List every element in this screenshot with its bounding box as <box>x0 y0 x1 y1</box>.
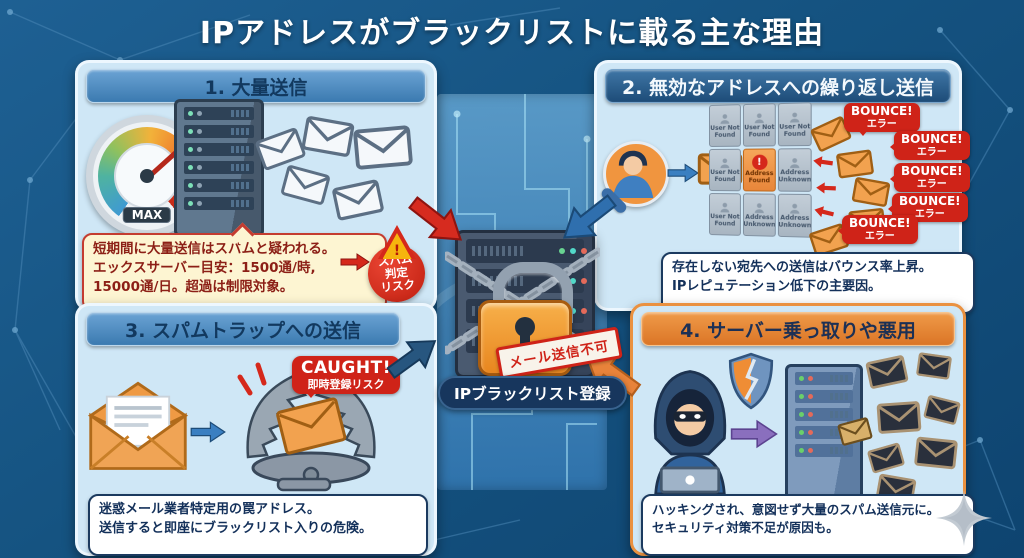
caught-sublabel: 即時登録リスク <box>307 377 385 391</box>
server-slot <box>184 107 254 120</box>
speedometer-hub <box>140 169 154 183</box>
keyhole-icon <box>515 317 535 349</box>
bounce-label: BOUNCE! <box>849 216 911 230</box>
envelope-icon <box>331 178 385 221</box>
spam-envelope-icon <box>865 354 910 390</box>
note-line: 迷惑メール業者特定用の罠アドレス。 <box>99 502 321 517</box>
alert-icon: ! <box>751 155 768 171</box>
panel-mass-sending: 1. 大量送信 MAX 短期間に大量送信はスパムと疑われる。 <box>75 60 437 311</box>
recipient-grid: User Not Found User Not Found User Not F… <box>709 102 812 238</box>
error-label: エラー <box>866 118 897 130</box>
server-slot <box>466 239 584 263</box>
bounce-error-bubble: BOUNCE!エラー <box>844 103 920 137</box>
server-slot <box>184 143 254 156</box>
caught-label: CAUGHT! <box>301 358 391 378</box>
bounce-label: BOUNCE! <box>899 194 961 208</box>
bounce-error-bubble: BOUNCE!エラー <box>838 215 918 245</box>
server-slot <box>184 197 254 210</box>
hacker-icon <box>653 370 727 496</box>
padlock-shackle-icon <box>493 262 573 323</box>
recipient-cell: User Not Found <box>709 193 741 236</box>
panel3-header: 3. スパムトラップへの送信 <box>86 312 400 346</box>
note-line: エックスサーバー目安：1500通/時, <box>93 259 316 276</box>
recipient-cell: User Not Found <box>709 148 741 192</box>
spam-envelope-icon <box>923 394 962 426</box>
user-avatar-icon <box>603 141 669 207</box>
bounce-arrow-icon <box>805 180 847 195</box>
note-line: 短期間に大量送信はスパムと疑われる。 <box>93 241 336 257</box>
server-slot <box>184 179 254 192</box>
server-slot <box>795 390 853 403</box>
sparkle-icon <box>936 490 992 546</box>
panel4-note: ハッキングされ、意図せず大量のスパム送信元に。 セキュリティ対策不足が原因も。 <box>641 494 975 556</box>
server-slot <box>795 444 853 457</box>
bounce-error-bubble: BOUNCE!エラー <box>888 193 968 223</box>
server-slot <box>184 125 254 138</box>
red-arrow-icon <box>340 251 370 273</box>
panel4-header: 4. サーバー乗っ取りや悪用 <box>641 312 955 346</box>
spam-envelope-icon <box>915 352 952 380</box>
error-label: エラー <box>914 208 945 220</box>
cell-label: Address Found <box>745 170 774 185</box>
open-envelope-icon <box>87 381 189 470</box>
purple-arrow-icon <box>729 418 779 450</box>
panel-invalid-addresses: 2. 無効なアドレスへの繰り返し送信 User Not Found User N… <box>594 60 975 314</box>
cell-label: Address Unknown <box>743 213 776 229</box>
cell-label: User Not Found <box>710 212 740 228</box>
panel-server-hijack: 4. サーバー乗っ取りや悪用 <box>630 303 975 556</box>
bounce-error-bubble: BOUNCE!エラー <box>890 163 970 193</box>
blacklist-label: IPブラックリスト登録 <box>438 376 627 410</box>
warning-exclamation: ! <box>382 233 412 259</box>
panel1-note: 短期間に大量送信はスパムと疑われる。 エックスサーバー目安：1500通/時, 1… <box>82 222 387 311</box>
recipient-cell: User Not Found <box>742 103 776 147</box>
cell-label: Address Unknown <box>778 214 812 229</box>
blue-arrow-icon <box>667 161 699 185</box>
bounce-label: BOUNCE! <box>901 164 963 178</box>
spam-envelope-icon <box>866 442 905 474</box>
envelope-icon <box>835 149 874 180</box>
server-slot <box>795 372 853 385</box>
envelope-icon <box>280 164 332 207</box>
error-label: エラー <box>916 178 947 190</box>
note-line: ハッキングされ、意図せず大量のスパム送信元に。 <box>652 502 940 517</box>
spam-envelope-icon <box>876 401 922 435</box>
server-slot <box>184 161 254 174</box>
server-icon <box>174 99 264 237</box>
recipient-cell: Address Unknown <box>742 193 776 237</box>
spam-envelope-icon <box>914 436 959 470</box>
cell-label: User Not Found <box>744 123 775 138</box>
recipient-cell: User Not Found <box>777 102 812 147</box>
hijacked-server-icon <box>785 364 863 502</box>
envelope-icon <box>300 115 355 158</box>
cell-label: User Not Found <box>779 122 811 138</box>
panel-spam-trap: 3. スパムトラップへの送信 <box>75 303 437 556</box>
recipient-cell-alert: !Address Found <box>742 148 776 192</box>
page-title: IPアドレスがブラックリストに載る主な理由 <box>199 16 825 51</box>
note-line: IPレピュテーション低下の主要因。 <box>672 278 882 294</box>
panel3-note: 迷惑メール業者特定用の罠アドレス。 送信すると即座にブラックリスト入りの危険。 <box>88 494 428 556</box>
broken-shield-icon <box>728 352 774 410</box>
note-line: 送信すると即座にブラックリスト入りの危険。 <box>99 520 373 536</box>
server-slot <box>795 408 853 421</box>
badge-line: リスク <box>379 277 416 295</box>
note-line: セキュリティ対策不足が原因も。 <box>652 520 839 536</box>
error-label: エラー <box>864 230 895 242</box>
error-label: エラー <box>916 146 947 158</box>
note-line: 存在しない宛先への送信はバウンス率上昇。 <box>672 260 932 275</box>
person-icon <box>612 150 654 198</box>
blue-arrow-icon <box>190 418 226 446</box>
bounce-error-bubble: BOUNCE!エラー <box>890 131 970 161</box>
max-label: MAX <box>122 207 172 223</box>
bounce-label: BOUNCE! <box>901 132 963 146</box>
cell-label: User Not Found <box>710 124 740 139</box>
caught-bubble: CAUGHT! 即時登録リスク <box>292 356 400 399</box>
recipient-cell: User Not Found <box>709 104 741 147</box>
note-line: 15000通/日。超過は制限対象。 <box>93 278 294 295</box>
panel1-header: 1. 大量送信 <box>86 69 426 103</box>
bounce-label: BOUNCE! <box>851 104 913 118</box>
panel2-header: 2. 無効なアドレスへの繰り返し送信 <box>605 69 951 103</box>
envelope-icon <box>352 125 413 171</box>
cell-label: User Not Found <box>710 168 740 183</box>
